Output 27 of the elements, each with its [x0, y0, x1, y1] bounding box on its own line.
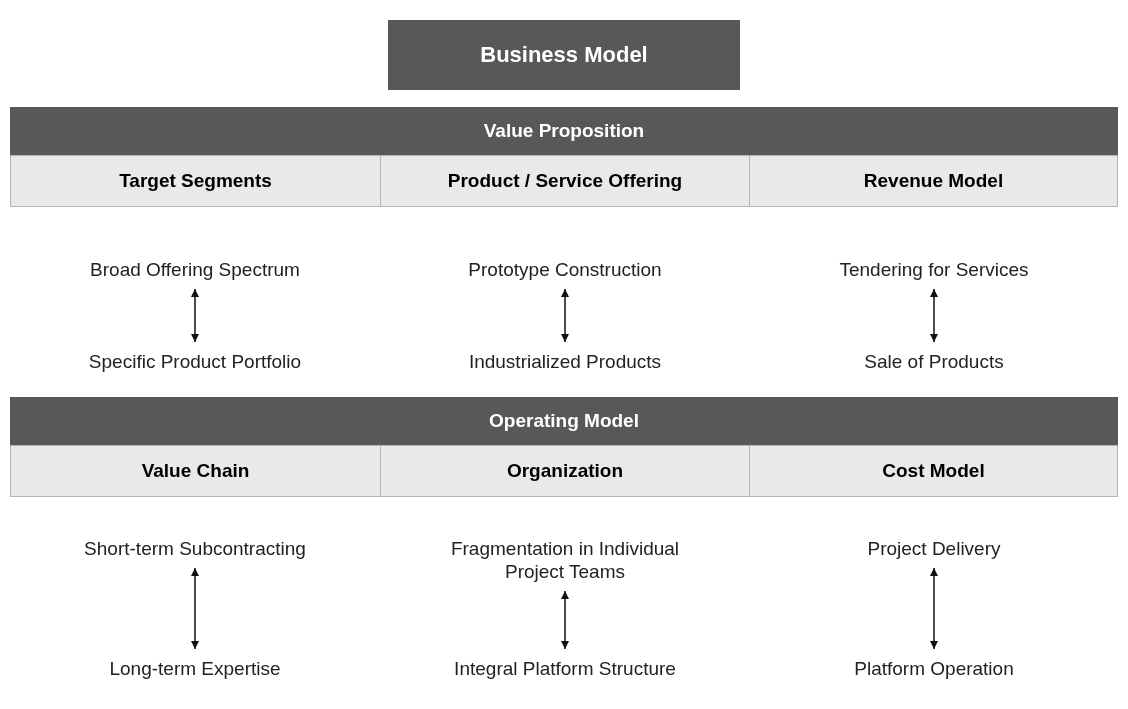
column-header-cell: Cost Model	[749, 445, 1118, 497]
column-header-cell: Product / Service Offering	[380, 155, 750, 207]
item-label: Short-term Subcontracting	[84, 537, 306, 560]
item-label: Fragmentation in Individual Project Teams	[435, 537, 695, 583]
double-arrow	[191, 567, 199, 650]
item-label: Broad Offering Spectrum	[90, 258, 300, 281]
item-label: Long-term Expertise	[109, 657, 281, 680]
column-header-cell: Target Segments	[10, 155, 381, 207]
item-label: Integral Platform Structure	[454, 657, 676, 680]
title-box: Business Model	[388, 20, 740, 90]
section-header-band: Value Proposition	[10, 107, 1118, 155]
item-label: Platform Operation	[854, 657, 1014, 680]
double-arrow	[561, 288, 569, 343]
double-arrow	[191, 288, 199, 343]
column-header-cell: Revenue Model	[749, 155, 1118, 207]
section-header-band: Operating Model	[10, 397, 1118, 445]
item-label: Sale of Products	[864, 350, 1004, 373]
double-arrow	[930, 288, 938, 343]
double-arrow	[561, 590, 569, 650]
item-label: Industrialized Products	[468, 350, 662, 373]
item-label: Prototype Construction	[468, 258, 662, 281]
double-arrow	[930, 567, 938, 650]
item-label: Specific Product Portfolio	[88, 350, 302, 373]
item-label: Tendering for Services	[839, 258, 1029, 281]
column-header-cell: Organization	[380, 445, 750, 497]
item-label: Project Delivery	[867, 537, 1001, 560]
column-header-cell: Value Chain	[10, 445, 381, 497]
